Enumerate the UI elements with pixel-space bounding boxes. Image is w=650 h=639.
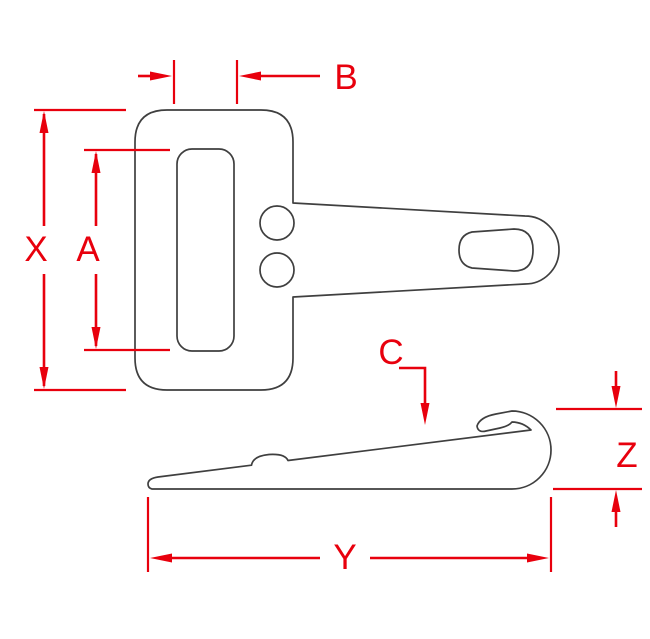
dimension-b: B [138, 58, 358, 104]
dim-b-label: B [334, 58, 357, 97]
dim-x-arrow-up-icon [39, 111, 49, 133]
dimension-a: A [76, 148, 170, 352]
dim-z-arrow-up-icon [611, 490, 621, 512]
dim-c-arrow-down-icon [420, 403, 430, 425]
dimension-x: X [24, 108, 126, 392]
dim-b-arrow-left-icon [150, 71, 172, 81]
dim-z-label: Z [616, 436, 637, 475]
dim-y-arrow-left-icon [150, 553, 172, 563]
dimension-c: C [378, 333, 430, 425]
side-view-profile-outline [147, 410, 552, 490]
dim-c-label: C [378, 333, 403, 372]
top-view-rivet-upper [259, 205, 295, 241]
dim-z-arrow-down-icon [611, 386, 621, 408]
side-view [147, 410, 552, 490]
dim-y-arrow-right-icon [527, 553, 549, 563]
top-view-rivet-lower [259, 252, 295, 288]
dim-x-arrow-down-icon [39, 367, 49, 389]
dimensions: B X A [24, 58, 642, 577]
top-view-tip-slot [458, 228, 534, 272]
dim-y-label: Y [333, 538, 356, 577]
dim-b-arrow-right-icon [239, 71, 261, 81]
dim-a-arrow-down-icon [91, 327, 101, 349]
dim-x-label: X [24, 230, 47, 269]
dimension-z: Z [553, 371, 642, 527]
dim-a-label: A [76, 230, 100, 269]
dim-a-arrow-up-icon [91, 151, 101, 173]
dim-c-leader [399, 366, 427, 404]
dimension-y: Y [146, 497, 553, 577]
top-view-webbing-slot [176, 148, 235, 352]
top-view-body-outline [134, 109, 560, 391]
top-view [134, 109, 560, 391]
